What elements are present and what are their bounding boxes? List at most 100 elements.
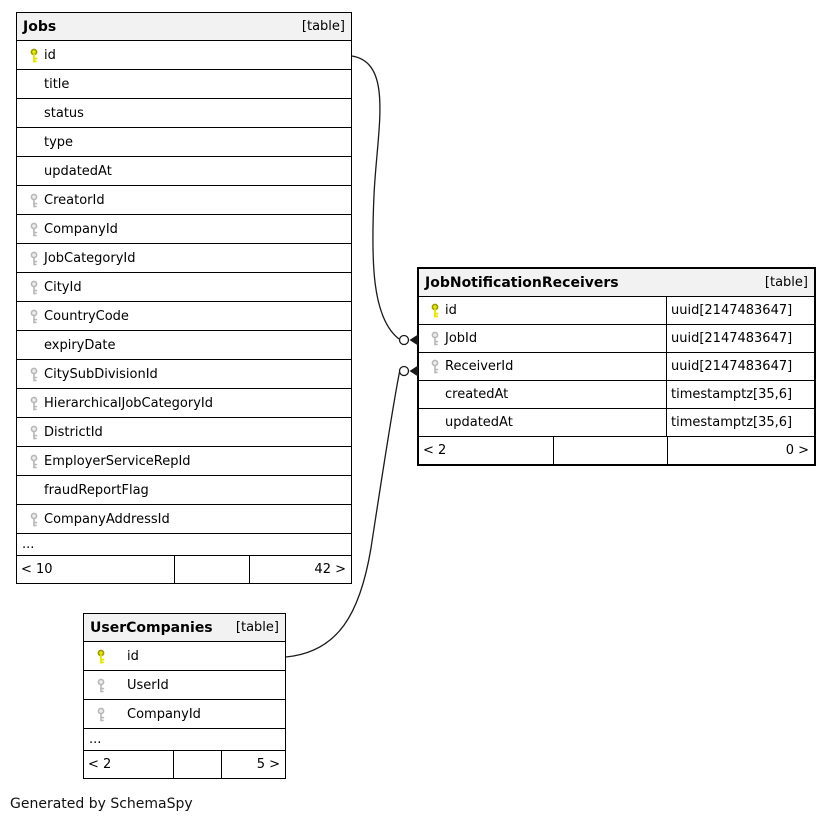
entity-companies-header[interactable]: UserCompanies [table]	[84, 614, 285, 642]
keycell	[29, 512, 44, 527]
row-jobs-JobCategoryId: JobCategoryId	[17, 244, 351, 273]
row-receivers-JobId: JobId uuid[2147483647]	[419, 325, 814, 353]
keycell	[29, 396, 44, 411]
foreign-key-icon	[30, 367, 38, 381]
related-count-right: 5 >	[256, 757, 280, 772]
column-label: HierarchicalJobCategoryId	[44, 395, 213, 411]
keycell	[29, 280, 44, 295]
footer-spacer-cell	[174, 556, 250, 583]
row-jobs-HierarchicalJobCategoryId: HierarchicalJobCategoryId	[17, 389, 351, 418]
entity-companies-tag: [table]	[235, 620, 279, 635]
related-count-right: 42 >	[314, 562, 346, 577]
entity-receivers-header[interactable]: JobNotificationReceivers [table]	[419, 269, 814, 297]
generator-credit: Generated by SchemaSpy	[10, 796, 193, 812]
row-jobs-CityId: CityId	[17, 273, 351, 302]
column-label: createdAt	[445, 387, 509, 402]
foreign-key-icon	[30, 454, 38, 468]
keycell	[29, 367, 44, 382]
keycell	[29, 309, 44, 324]
keycell	[96, 649, 127, 664]
foreign-key-icon	[97, 707, 105, 721]
row-jobs-updatedAt: updatedAt	[17, 157, 351, 186]
row-jobs-fraudReportFlag: fraudReportFlag	[17, 476, 351, 505]
foreign-key-icon	[30, 193, 38, 207]
column-label: CompanyAddressId	[44, 511, 170, 527]
foreign-key-icon	[30, 280, 38, 294]
entity-receivers-tag: [table]	[764, 275, 808, 290]
row-jobs-EmployerServiceRepId: EmployerServiceRepId	[17, 447, 351, 476]
entity-jobs-footer: < 10 42 >	[17, 556, 351, 583]
column-type: timestamptz[35,6]	[666, 381, 814, 408]
foreign-key-icon	[431, 331, 439, 346]
keycell	[430, 331, 445, 346]
row-receivers-updatedAt: updatedAt timestamptz[35,6]	[419, 409, 814, 437]
row-jobs-CompanyAddressId: CompanyAddressId	[17, 505, 351, 534]
related-count-left: < 2	[423, 443, 447, 458]
column-label: JobId	[445, 331, 478, 346]
row-jobs-id: id	[17, 41, 351, 70]
entity-jobs-header[interactable]: Jobs [table]	[17, 13, 351, 41]
entity-jobs-tag: [table]	[301, 19, 345, 34]
row-jobs-DistrictId: DistrictId	[17, 418, 351, 447]
column-label: title	[44, 76, 70, 92]
foreign-key-icon	[30, 222, 38, 236]
foreign-key-icon	[30, 251, 38, 265]
primary-key-icon	[431, 303, 439, 318]
row-jobs-CountryCode: CountryCode	[17, 302, 351, 331]
row-companies-CompanyId: CompanyId	[84, 700, 285, 729]
foreign-key-icon	[30, 309, 38, 323]
relationship-jobs-id-to-jobid	[351, 55, 418, 346]
row-receivers-id: id uuid[2147483647]	[419, 297, 814, 325]
column-type: timestamptz[35,6]	[666, 409, 814, 436]
primary-key-icon	[30, 48, 38, 63]
foreign-key-icon	[30, 396, 38, 410]
entity-companies-footer: < 2 5 >	[84, 751, 285, 778]
row-companies-id: id	[84, 642, 285, 671]
column-type: uuid[2147483647]	[666, 353, 814, 380]
column-label: id	[445, 303, 457, 318]
row-jobs-expiryDate: expiryDate	[17, 331, 351, 360]
keycell	[29, 454, 44, 469]
entity-companies-title: UserCompanies	[90, 619, 213, 636]
column-label: updatedAt	[445, 415, 513, 430]
related-count-right: 0 >	[785, 443, 809, 458]
row-jobs-CreatorId: CreatorId	[17, 186, 351, 215]
keycell	[430, 303, 445, 318]
primary-key-icon	[97, 649, 105, 664]
column-type: uuid[2147483647]	[666, 297, 814, 324]
entity-jobs[interactable]: Jobs [table] id title status type update…	[16, 12, 352, 584]
entity-receivers-footer: < 2 0 >	[419, 437, 814, 464]
column-label: CompanyId	[44, 221, 118, 237]
column-label: CompanyId	[127, 706, 201, 722]
row-companies-UserId: UserId	[84, 671, 285, 700]
column-label: CityId	[44, 279, 82, 295]
entity-job-notification-receivers[interactable]: JobNotificationReceivers [table] id uuid[…	[417, 267, 816, 466]
keycell	[96, 678, 127, 693]
more-columns-ellipsis: ...	[84, 729, 285, 751]
keycell	[29, 48, 44, 63]
row-jobs-type: type	[17, 128, 351, 157]
row-jobs-CitySubDivisionId: CitySubDivisionId	[17, 360, 351, 389]
column-type: uuid[2147483647]	[666, 325, 814, 352]
column-label: DistrictId	[44, 424, 103, 440]
column-label: JobCategoryId	[44, 250, 136, 266]
column-label: fraudReportFlag	[44, 482, 149, 498]
entity-receivers-title: JobNotificationReceivers	[425, 274, 619, 291]
row-receivers-createdAt: createdAt timestamptz[35,6]	[419, 381, 814, 409]
column-label: UserId	[127, 677, 169, 693]
more-columns-ellipsis: ...	[17, 534, 351, 556]
column-label: id	[127, 648, 139, 664]
row-jobs-status: status	[17, 99, 351, 128]
keycell	[29, 222, 44, 237]
footer-spacer-cell	[553, 437, 668, 464]
column-label: type	[44, 134, 74, 150]
entity-jobs-title: Jobs	[23, 18, 57, 35]
foreign-key-icon	[431, 359, 439, 374]
foreign-key-icon	[97, 678, 105, 692]
entity-user-companies[interactable]: UserCompanies [table] id UserId CompanyI…	[83, 613, 286, 779]
keycell	[29, 193, 44, 208]
column-label: status	[44, 105, 84, 121]
column-label: CountryCode	[44, 308, 129, 324]
